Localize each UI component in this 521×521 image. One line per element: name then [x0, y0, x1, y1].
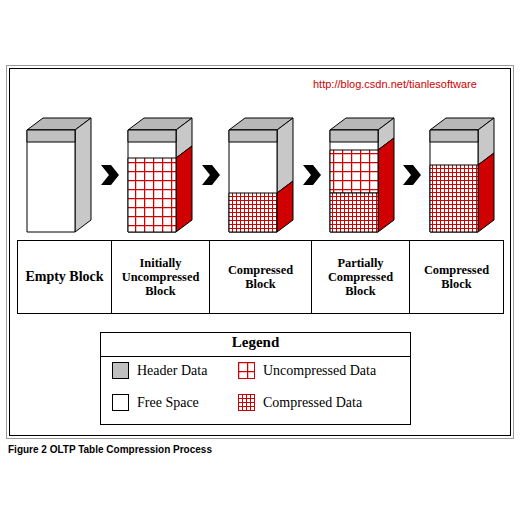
partially-compressed-block: [330, 118, 394, 232]
pattern-sample: [238, 394, 255, 411]
legend-title: Legend: [100, 334, 411, 351]
legend-text: Header Data: [137, 363, 207, 379]
legend-entry: Compressed Data: [238, 394, 362, 411]
legend-text: Compressed Data: [263, 395, 362, 411]
table-cell: Compressed Block: [209, 240, 312, 314]
legend-box: [101, 333, 411, 425]
uncompressed-block: [128, 118, 192, 232]
compressed-block: [430, 118, 494, 232]
cell-label: Partially Compressed Block: [312, 256, 409, 299]
compressed-block: [229, 118, 293, 232]
cell-label: Initially Uncompressed Block: [112, 256, 209, 299]
legend-entry: Header Data: [112, 362, 207, 379]
legend-swatch: [112, 394, 129, 411]
pattern-swatch: [239, 395, 255, 411]
cell-label: Empty Block: [22, 269, 106, 285]
legend-entry: Free Space: [112, 394, 199, 411]
chevron-arrow: [403, 165, 421, 185]
table-cell: Compressed Block: [409, 240, 504, 314]
legend-swatch: [238, 394, 255, 411]
pattern-swatch: [239, 363, 255, 379]
table-cell: Initially Uncompressed Block: [111, 240, 210, 314]
outer-frame: [7, 66, 514, 439]
inner-frame: [10, 69, 511, 436]
legend-swatch: [238, 362, 255, 379]
empty-block: [27, 118, 91, 232]
legend-entry: Uncompressed Data: [238, 362, 376, 379]
watermark: http://blog.csdn.net/tianlesoftware: [313, 78, 477, 90]
chevron-arrow: [202, 165, 220, 185]
cell-label: Compressed Block: [210, 263, 311, 292]
table-cell: Partially Compressed Block: [311, 240, 410, 314]
chevron-arrow: [101, 165, 119, 185]
pattern-sample: [238, 362, 255, 379]
legend-divider: [101, 356, 411, 357]
legend-text: Uncompressed Data: [263, 363, 376, 379]
figure-caption: Figure 2 OLTP Table Compression Process: [8, 444, 212, 455]
legend-text: Free Space: [137, 395, 199, 411]
chevron-arrow: [303, 165, 321, 185]
table-cell: Empty Block: [17, 240, 112, 314]
legend-swatch: [112, 362, 129, 379]
cell-label: Compressed Block: [410, 263, 503, 292]
